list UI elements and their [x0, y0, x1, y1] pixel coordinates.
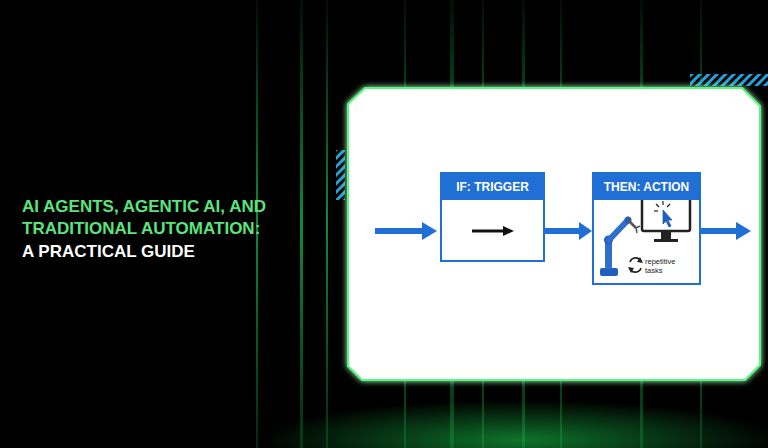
flow-arrow: [545, 222, 592, 240]
arrow-shaft: [545, 228, 581, 234]
monitor-icon: [642, 196, 690, 242]
cycle-icon: [628, 257, 643, 273]
green-streaks: [256, 0, 768, 448]
action-box: THEN: ACTION repetitive tasks: [592, 172, 701, 285]
trigger-box: IF: TRIGGER: [440, 172, 545, 262]
box-header: THEN: ACTION: [594, 174, 699, 200]
arrow-head: [579, 222, 592, 240]
stripe-accent: [336, 150, 345, 200]
box-header: IF: TRIGGER: [442, 174, 543, 200]
flow-out-arrow: [701, 222, 751, 240]
light-streak: [300, 0, 303, 448]
title: AI AGENTS, AGENTIC AI, AND TRADITIONAL A…: [22, 196, 322, 240]
subtitle: A PRACTICAL GUIDE: [22, 241, 195, 263]
white-panel: [348, 88, 760, 380]
trigger-arrow-icon: [472, 226, 514, 236]
icon-caption: repetitive tasks: [645, 257, 689, 275]
floor-glow: [260, 400, 768, 448]
stripe-accent: [690, 74, 768, 86]
light-streak: [326, 0, 328, 448]
robot-arm-icon: [600, 217, 640, 277]
flow-in-arrow: [375, 222, 437, 240]
